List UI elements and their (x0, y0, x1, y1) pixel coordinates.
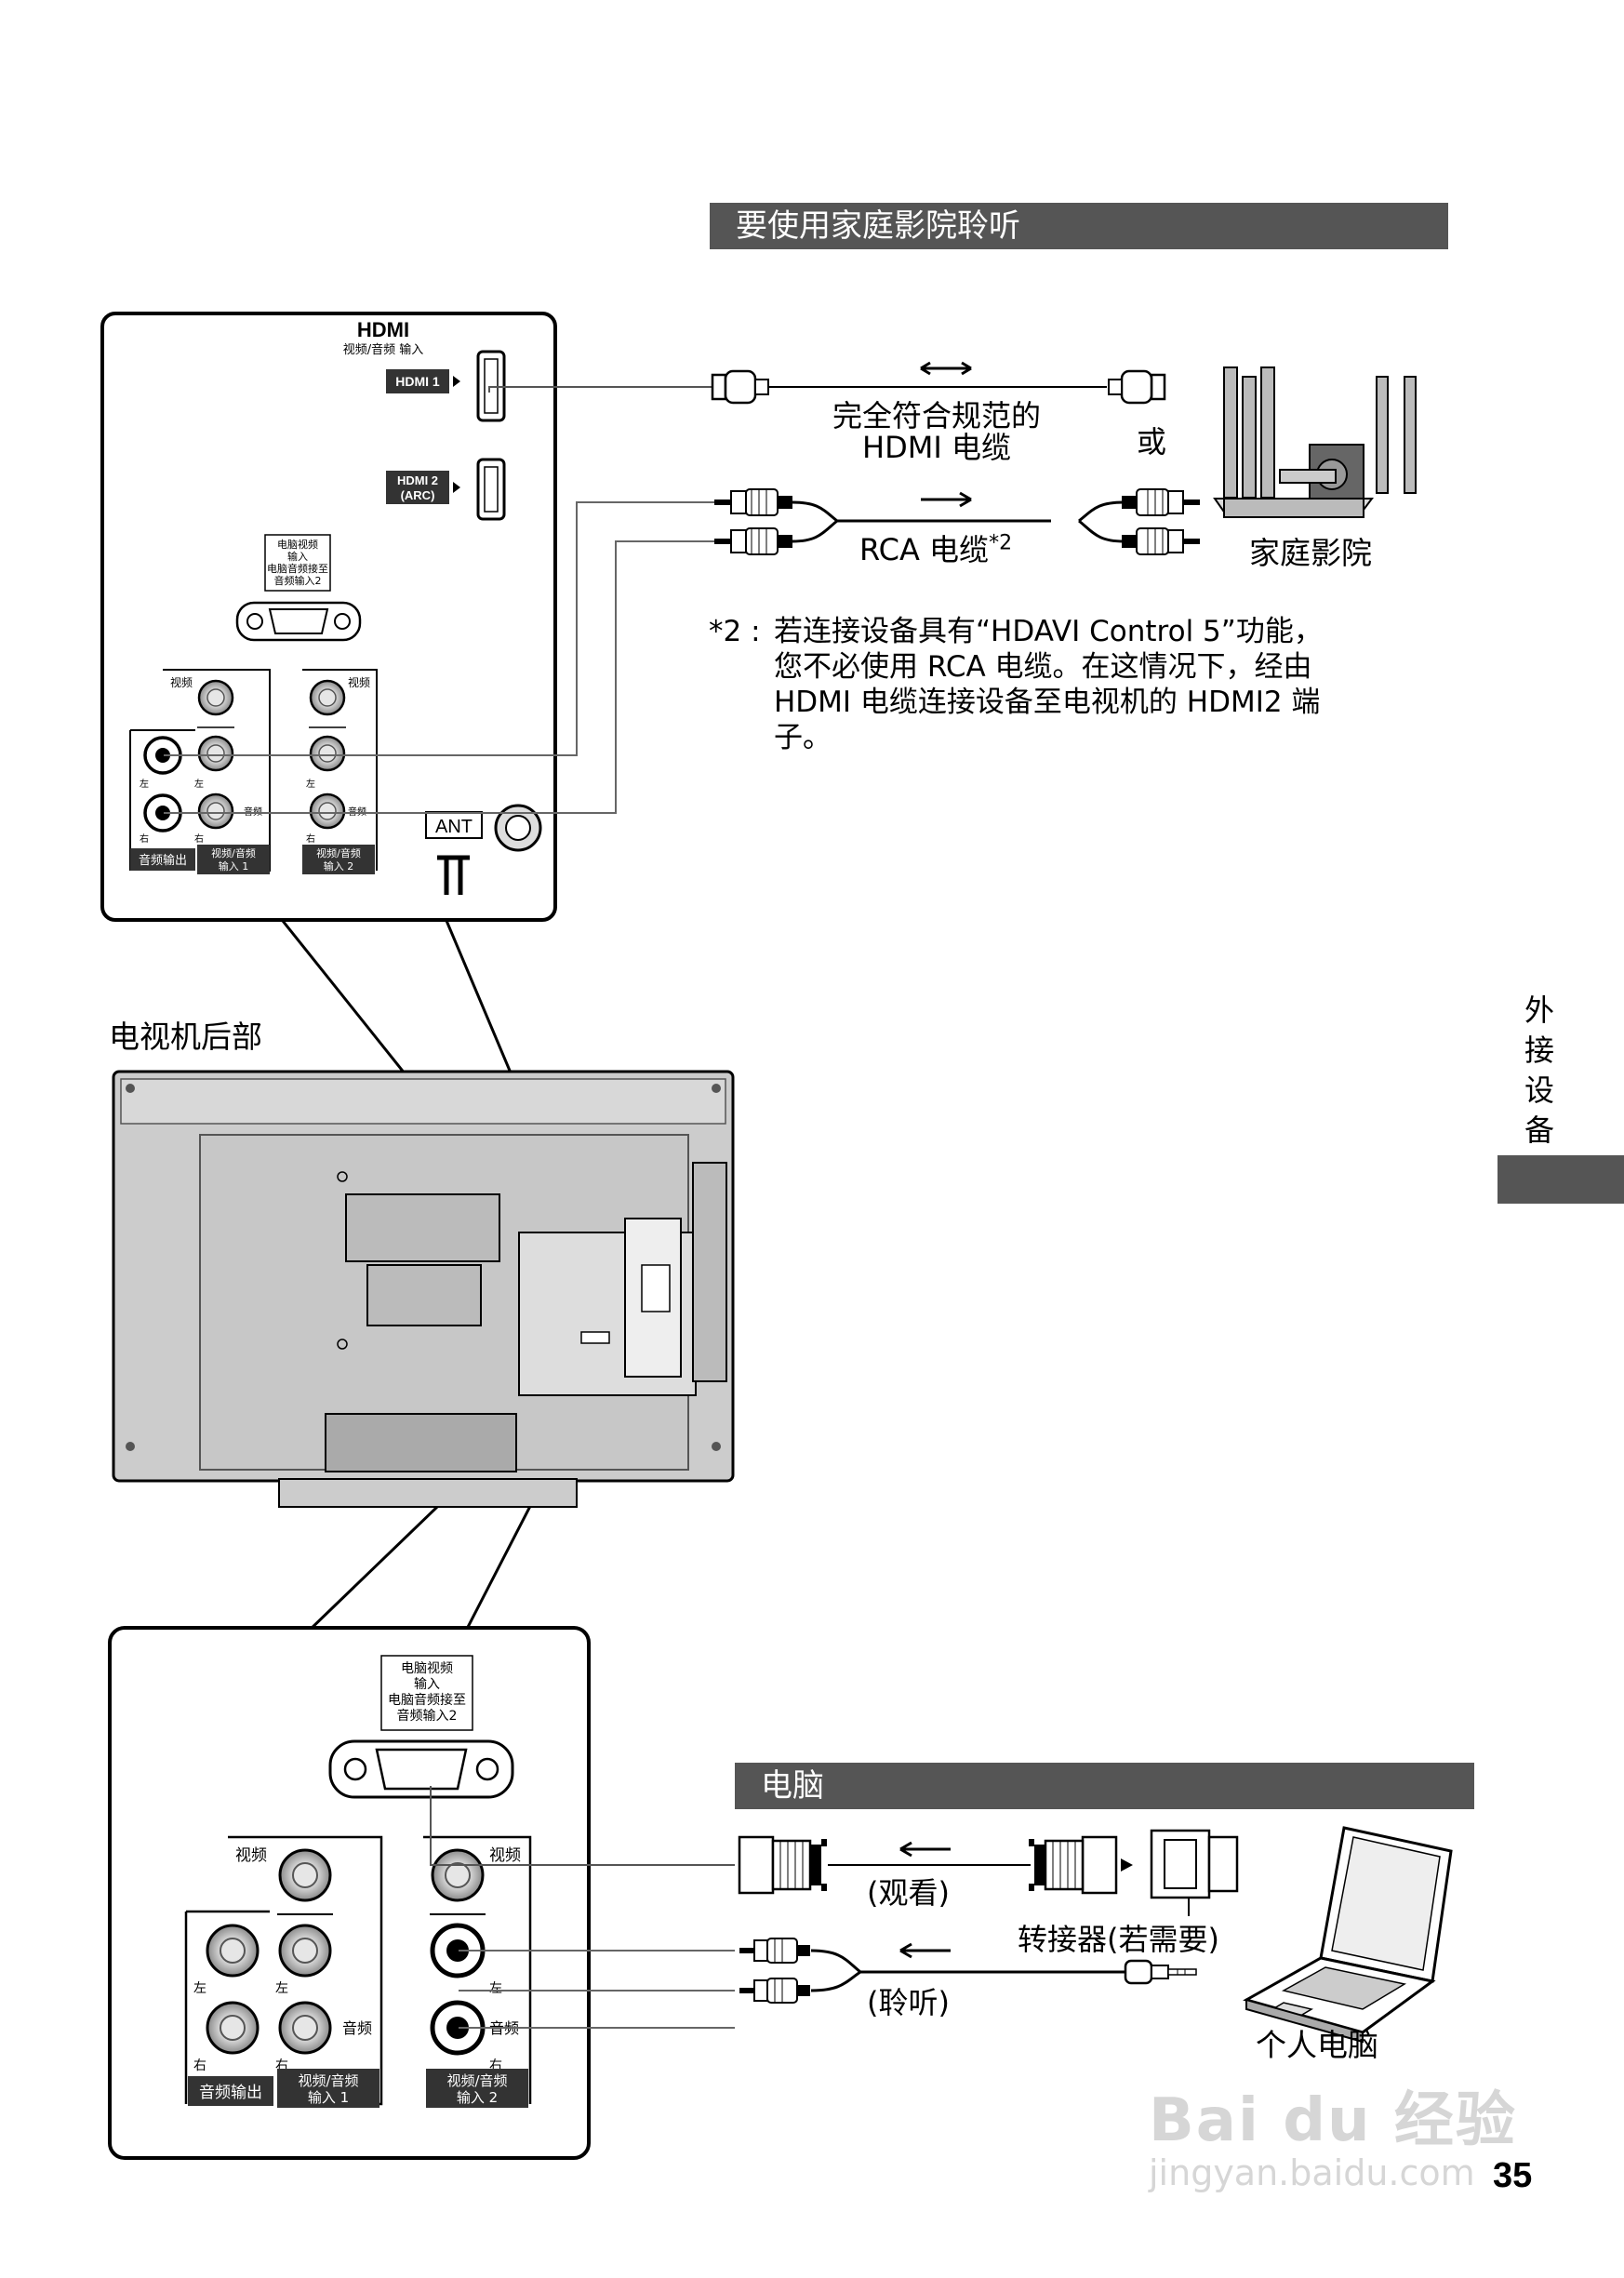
svg-text:音频: 音频 (348, 806, 366, 818)
side-tab-bar (1498, 1155, 1624, 1204)
svg-text:左: 左 (140, 778, 149, 790)
audio-out-label-bottom: 音频输出 (199, 2084, 262, 2102)
laptop-icon (1243, 1826, 1453, 2044)
svg-text:右: 右 (194, 833, 204, 845)
vga-port-bottom (328, 1739, 514, 1799)
page-number: 35 (1493, 2156, 1533, 2195)
adapter-label: 转接器(若需要) (1018, 1922, 1219, 1957)
pc-video-cable (430, 1786, 1239, 1916)
rca-mark: *2 (989, 531, 1013, 555)
connector-panel-top: HDMI 视频/音频 输入 HDMI 1 HDMI 2 (ARC) 电脑视频输入… (100, 312, 557, 922)
svg-text:左: 左 (275, 1981, 288, 1996)
connector-panel-bottom: 电脑视频输入电脑音频接至音频输入2 视频 左 音频 右 视频 左 音频 (108, 1626, 591, 2160)
note-text: 若连接设备具有“HDAVI Control 5”功能， 您不必使用 RCA 电缆… (774, 615, 1323, 754)
pc-audio-cable (459, 1938, 1197, 2029)
adapter-icon (1150, 1829, 1239, 1916)
rca-cable (164, 488, 1200, 814)
rca-cable-text: RCA 电缆 (859, 532, 990, 567)
svg-text:右: 右 (306, 833, 315, 845)
listen-label: (聆听) (867, 1985, 950, 2020)
svg-text:左: 左 (194, 778, 204, 790)
svg-text:视频: 视频 (235, 1846, 267, 1865)
hdmi-av-in-label: 视频/音频 输入 (343, 342, 424, 357)
note-mark: *2 : (709, 615, 761, 648)
hdmi-cable-label: 完全符合规范的 HDMI 电缆 (832, 398, 1042, 465)
av-in1-label-top: 视频/音频输入 1 (211, 846, 256, 873)
section-title-pc: 电脑 (735, 1763, 1474, 1809)
audio-out-label-top: 音频输出 (139, 853, 187, 868)
or-label: 或 (1137, 424, 1167, 460)
hdmi1-label: HDMI 1 (395, 374, 440, 389)
tv-rear-label: 电视机后部 (109, 1019, 262, 1055)
tv-rear (112, 1070, 735, 1508)
svg-text:视频: 视频 (489, 1846, 521, 1865)
hdmi-cable (488, 361, 1166, 405)
watermark-url: jingyan.baidu.com (1149, 2152, 1475, 2193)
vga-port-top (235, 601, 362, 642)
av-in1-label-bottom: 视频/音频输入 1 (298, 2072, 358, 2106)
svg-text:右: 右 (140, 833, 149, 845)
hdmi-logo: HDMI (357, 318, 409, 341)
svg-text:(ARC): (ARC) (401, 488, 435, 502)
svg-text:右: 右 (193, 2058, 206, 2073)
svg-text:左: 左 (489, 1981, 502, 1996)
watch-label: (观看) (867, 1875, 950, 1911)
home-theater-icon (1213, 366, 1417, 518)
svg-text:左: 左 (193, 1981, 206, 1996)
side-tab-label: 外 接 设 备 (1524, 992, 1554, 1148)
watermark-logo: Bai du 经验 (1149, 2086, 1517, 2155)
video-label-top-1: 视频 (170, 675, 193, 689)
hdmi2-port (476, 458, 506, 521)
svg-text:视频: 视频 (348, 675, 370, 689)
av-in2-label-top: 视频/音频输入 2 (316, 846, 361, 873)
av-in2-label-bottom: 视频/音频输入 2 (446, 2072, 507, 2106)
hdmi2-label: HDMI 2 (397, 473, 438, 487)
pc-in-label-top: 电脑视频输入电脑音频接至音频输入2 (267, 538, 328, 587)
home-theater-label: 家庭影院 (1249, 535, 1372, 571)
rca-cable-label: RCA 电缆*2 (859, 526, 1012, 569)
section-title-home-theater: 要使用家庭影院聆听 (710, 203, 1448, 249)
svg-text:音频: 音频 (342, 2019, 372, 2037)
pc-label: 个人电脑 (1256, 2027, 1378, 2063)
svg-text:左: 左 (306, 778, 315, 790)
svg-text:音频: 音频 (244, 806, 262, 818)
ant-label: ANT (435, 817, 473, 837)
pc-in-label-bottom: 电脑视频输入电脑音频接至音频输入2 (388, 1661, 466, 1724)
